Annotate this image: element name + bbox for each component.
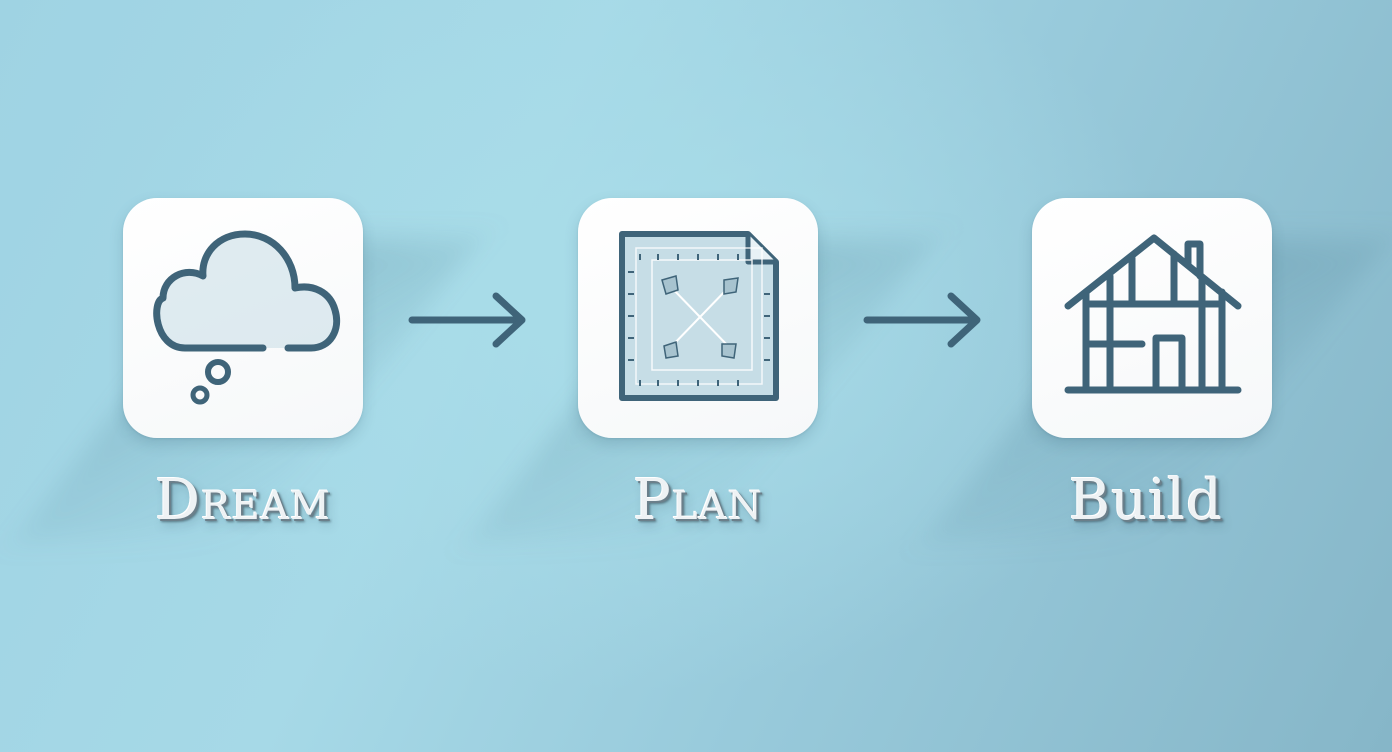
step-label-dream: Dream (155, 468, 331, 533)
build-card (1032, 198, 1272, 438)
step-label-plan: Plan (633, 468, 763, 533)
plan-card (578, 198, 818, 438)
step-label-build: Build (1069, 468, 1223, 533)
arrow-right-icon (863, 292, 981, 348)
blueprint-icon (619, 231, 779, 401)
arrow-right-icon (408, 292, 526, 348)
house-icon (1064, 234, 1242, 394)
thought-cloud-icon (153, 230, 340, 405)
dream-card (123, 198, 363, 438)
